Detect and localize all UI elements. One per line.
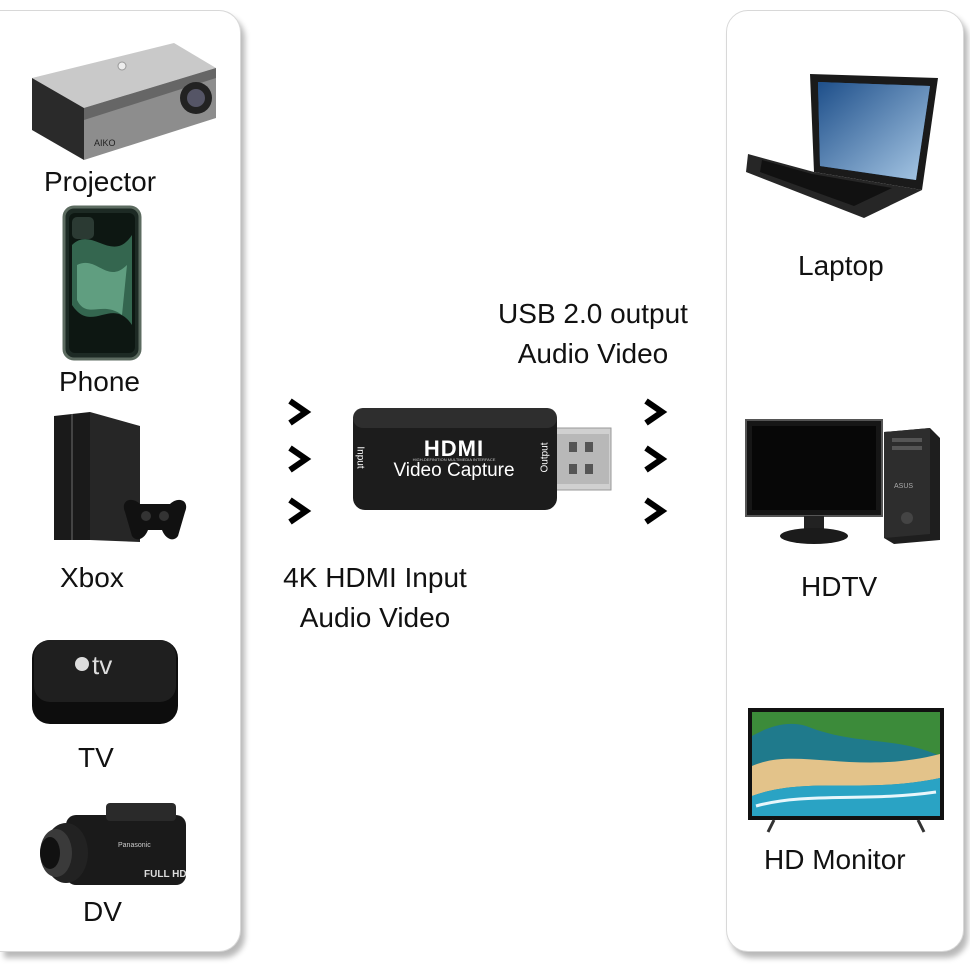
phone-label: Phone (59, 366, 140, 397)
xbox-image (50, 412, 195, 547)
projector-image: AIKO (24, 38, 219, 166)
hdmi-capture-device (351, 406, 615, 512)
tv-label: TV (78, 742, 114, 773)
input-port-label: Input (354, 446, 366, 469)
phone-image (62, 205, 142, 361)
device-name: Video Capture (393, 460, 515, 481)
output-port-label: Output (539, 442, 551, 473)
input-caption: 4K HDMI Input Audio Video (266, 558, 484, 638)
projector-logo: AIKO (94, 138, 116, 148)
tv-logo: tv (92, 650, 112, 680)
desktop-pc-image: ASUS (744, 418, 942, 546)
xbox-label: Xbox (60, 562, 124, 593)
laptop-label: Laptop (798, 250, 884, 281)
camcorder-image: Panasonic FULL HD (26, 795, 188, 895)
chevron-right-icon (642, 497, 668, 525)
hdtv-label: HDTV (801, 571, 878, 602)
camera-badge: FULL HD (144, 869, 187, 880)
laptop-image (742, 72, 942, 220)
input-caption-line1: 4K HDMI Input (283, 562, 467, 593)
projector-label: Projector (44, 166, 157, 197)
output-caption-line1: USB 2.0 output (498, 298, 688, 329)
device-brand-subtitle: HIGH-DEFINITION MULTIMEDIA INTERFACE (412, 457, 496, 462)
device-brand: HDMI (423, 436, 485, 461)
flat-tv-image (746, 706, 946, 834)
tv-box-image: tv (30, 636, 180, 732)
camera-brand-logo: Panasonic (118, 842, 151, 849)
dv-label: DV (83, 896, 122, 927)
chevron-right-icon (642, 445, 668, 473)
monitor-brand-logo: ASUS (894, 483, 913, 490)
output-caption-line2: Audio Video (517, 338, 669, 369)
input-caption-line2: Audio Video (299, 602, 451, 633)
output-caption: USB 2.0 output Audio Video (482, 294, 704, 374)
chevron-right-icon (286, 497, 312, 525)
chevron-right-icon (286, 398, 312, 426)
hd-monitor-label: HD Monitor (764, 844, 906, 875)
chevron-right-icon (286, 445, 312, 473)
chevron-right-icon (642, 398, 668, 426)
